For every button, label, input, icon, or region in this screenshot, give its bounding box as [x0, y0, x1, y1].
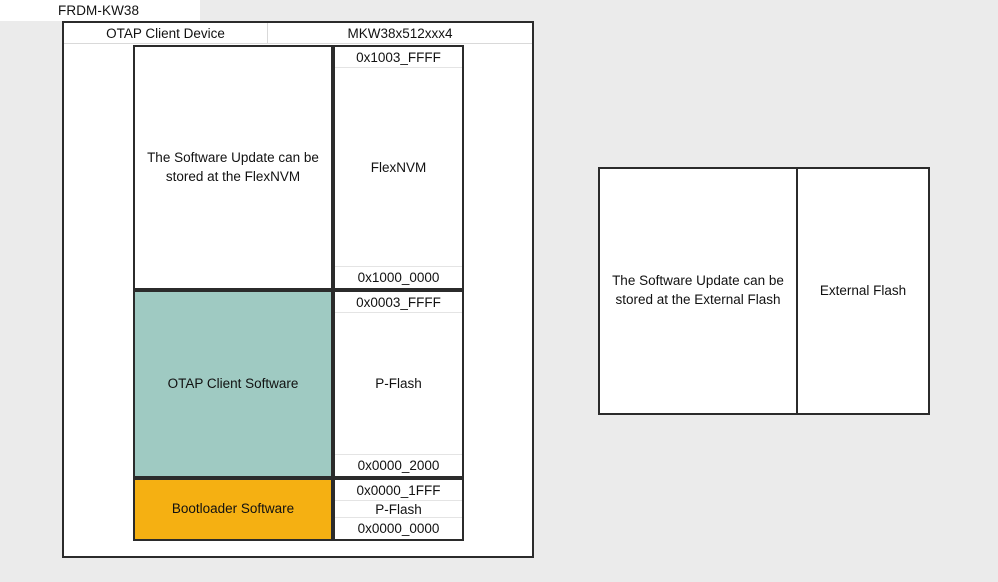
tab-frdm-kw38[interactable]: FRDM-KW38 — [0, 0, 200, 21]
pflash-upper-address-top: 0x0003_FFFF — [335, 292, 462, 313]
region-bootloader-software-label: Bootloader Software — [133, 478, 333, 541]
flexnvm-address-top: 0x1003_FFFF — [335, 47, 462, 68]
tab-label: FRDM-KW38 — [58, 3, 140, 18]
external-flash-panel: The Software Update can be stored at the… — [598, 167, 930, 415]
pflash-lower-address-top: 0x0000_1FFF — [335, 480, 462, 501]
external-flash-label: External Flash — [819, 282, 907, 298]
device-part-number: MKW38x512xxx4 — [267, 23, 532, 43]
tab-strip: FRDM-KW38 — [0, 0, 998, 21]
external-flash-description: The Software Update can be stored at the… — [600, 169, 798, 413]
otap-client-device-panel: OTAP Client Device MKW38x512xxx4 The Sof… — [62, 21, 534, 558]
device-title: OTAP Client Device — [106, 25, 225, 41]
region-flexnvm-description: The Software Update can be stored at the… — [133, 45, 333, 290]
region-bootloader-software-addresses: 0x0000_1FFF P-Flash 0x0000_0000 — [333, 478, 464, 541]
device-panel-header: OTAP Client Device MKW38x512xxx4 — [64, 23, 532, 44]
flexnvm-memory-name: FlexNVM — [335, 68, 462, 267]
pflash-upper-memory-name: P-Flash — [335, 313, 462, 455]
region-otap-client-software-label: OTAP Client Software — [133, 290, 333, 478]
flexnvm-address-bottom: 0x1000_0000 — [357, 270, 440, 285]
pflash-upper-address-bottom: 0x0000_2000 — [357, 458, 440, 473]
region-flexnvm-addresses: 0x1003_FFFF FlexNVM 0x1000_0000 — [333, 45, 464, 290]
pflash-lower-address-bottom: 0x0000_0000 — [357, 521, 440, 536]
region-otap-client-software-addresses: 0x0003_FFFF P-Flash 0x0000_2000 — [333, 290, 464, 478]
pflash-lower-memory-name: P-Flash — [335, 501, 462, 518]
memory-map: The Software Update can be stored at the… — [133, 45, 464, 560]
